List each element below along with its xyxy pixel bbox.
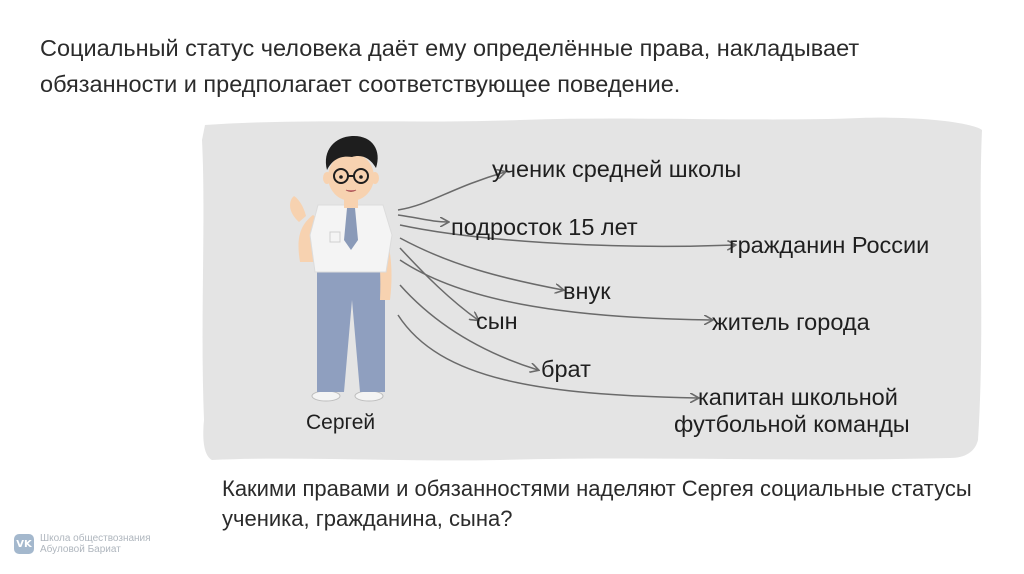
arrow-student: [397, 172, 505, 211]
question-text: Какими правами и обязанностями наделяют …: [222, 476, 972, 531]
arrow-son: [399, 247, 478, 320]
watermark: VK Школа обществознания Абуловой Бариат: [14, 533, 151, 555]
status-label-citizen: гражданин России: [729, 232, 930, 258]
watermark-line1: Школа обществознания: [40, 533, 151, 544]
arrow-teen: [397, 214, 448, 222]
status-label-student: ученик средней школы: [492, 156, 742, 182]
arrow-captain: [397, 314, 698, 398]
arrow-grandson: [399, 237, 563, 290]
status-label-brother: брат: [541, 356, 591, 382]
status-label-resident: житель города: [712, 309, 870, 335]
status-label-teen: подросток 15 лет: [451, 214, 638, 240]
person-illustration: [290, 135, 393, 402]
status-label-grandson: внук: [563, 278, 611, 304]
status-label-captain-line1: капитан школьной: [698, 384, 898, 410]
watermark-line2: Абуловой Бариат: [40, 544, 121, 555]
vk-logo-icon: VK: [14, 534, 34, 554]
gray-panel: [202, 117, 982, 461]
arrow-resident: [399, 259, 712, 320]
arrow-brother: [399, 284, 538, 370]
status-label-son: сын: [476, 308, 518, 334]
intro-text: Социальный статус человека даёт ему опре…: [40, 35, 860, 97]
watermark-text: Школа обществознания Абуловой Бариат: [40, 533, 151, 555]
status-label-captain-line2: футбольной команды: [674, 411, 910, 437]
arrow-citizen: [399, 224, 735, 246]
person-name: Сергей: [306, 411, 376, 434]
